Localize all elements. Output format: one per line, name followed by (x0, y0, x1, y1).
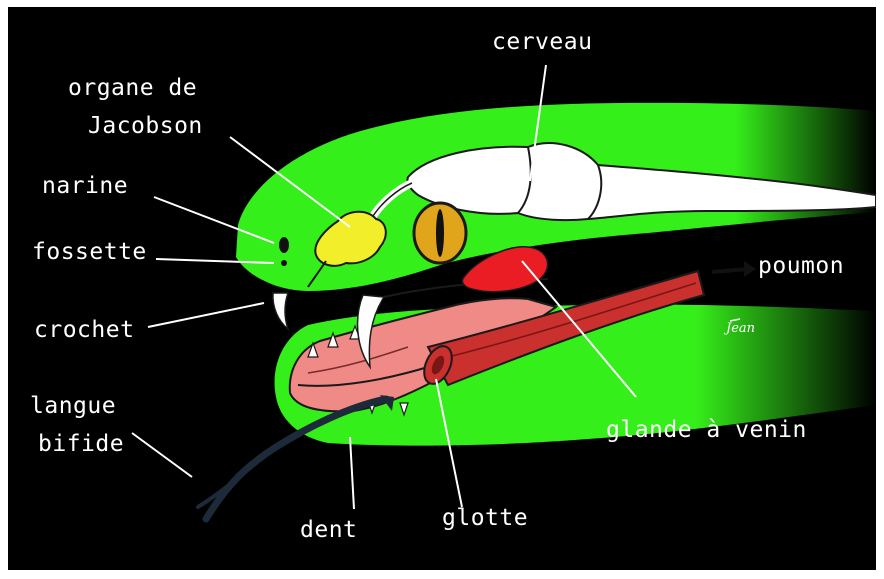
label-organe-jacobson-line2: Jacobson (88, 113, 203, 140)
label-cerveau: cerveau (492, 29, 592, 56)
pit (281, 260, 287, 266)
label-organe-jacobson-line1: organe de (68, 75, 197, 102)
diagram-canvas: cerveau organe de Jacobson narine fosset… (8, 7, 876, 570)
fang (273, 293, 288, 329)
label-glande-venin: glande à venin (606, 417, 807, 444)
label-langue-line1: langue (30, 393, 116, 420)
label-langue-line2: bifide (38, 431, 124, 458)
poumon-arrow (712, 269, 748, 272)
label-glotte: glotte (442, 505, 528, 532)
label-fossette: fossette (32, 239, 147, 266)
label-crochet: crochet (34, 317, 134, 344)
label-poumon: poumon (758, 253, 844, 280)
label-dent: dent (300, 517, 357, 544)
artist-signature: Jean (726, 321, 755, 336)
label-narine: narine (42, 173, 128, 200)
nostril (279, 237, 289, 253)
